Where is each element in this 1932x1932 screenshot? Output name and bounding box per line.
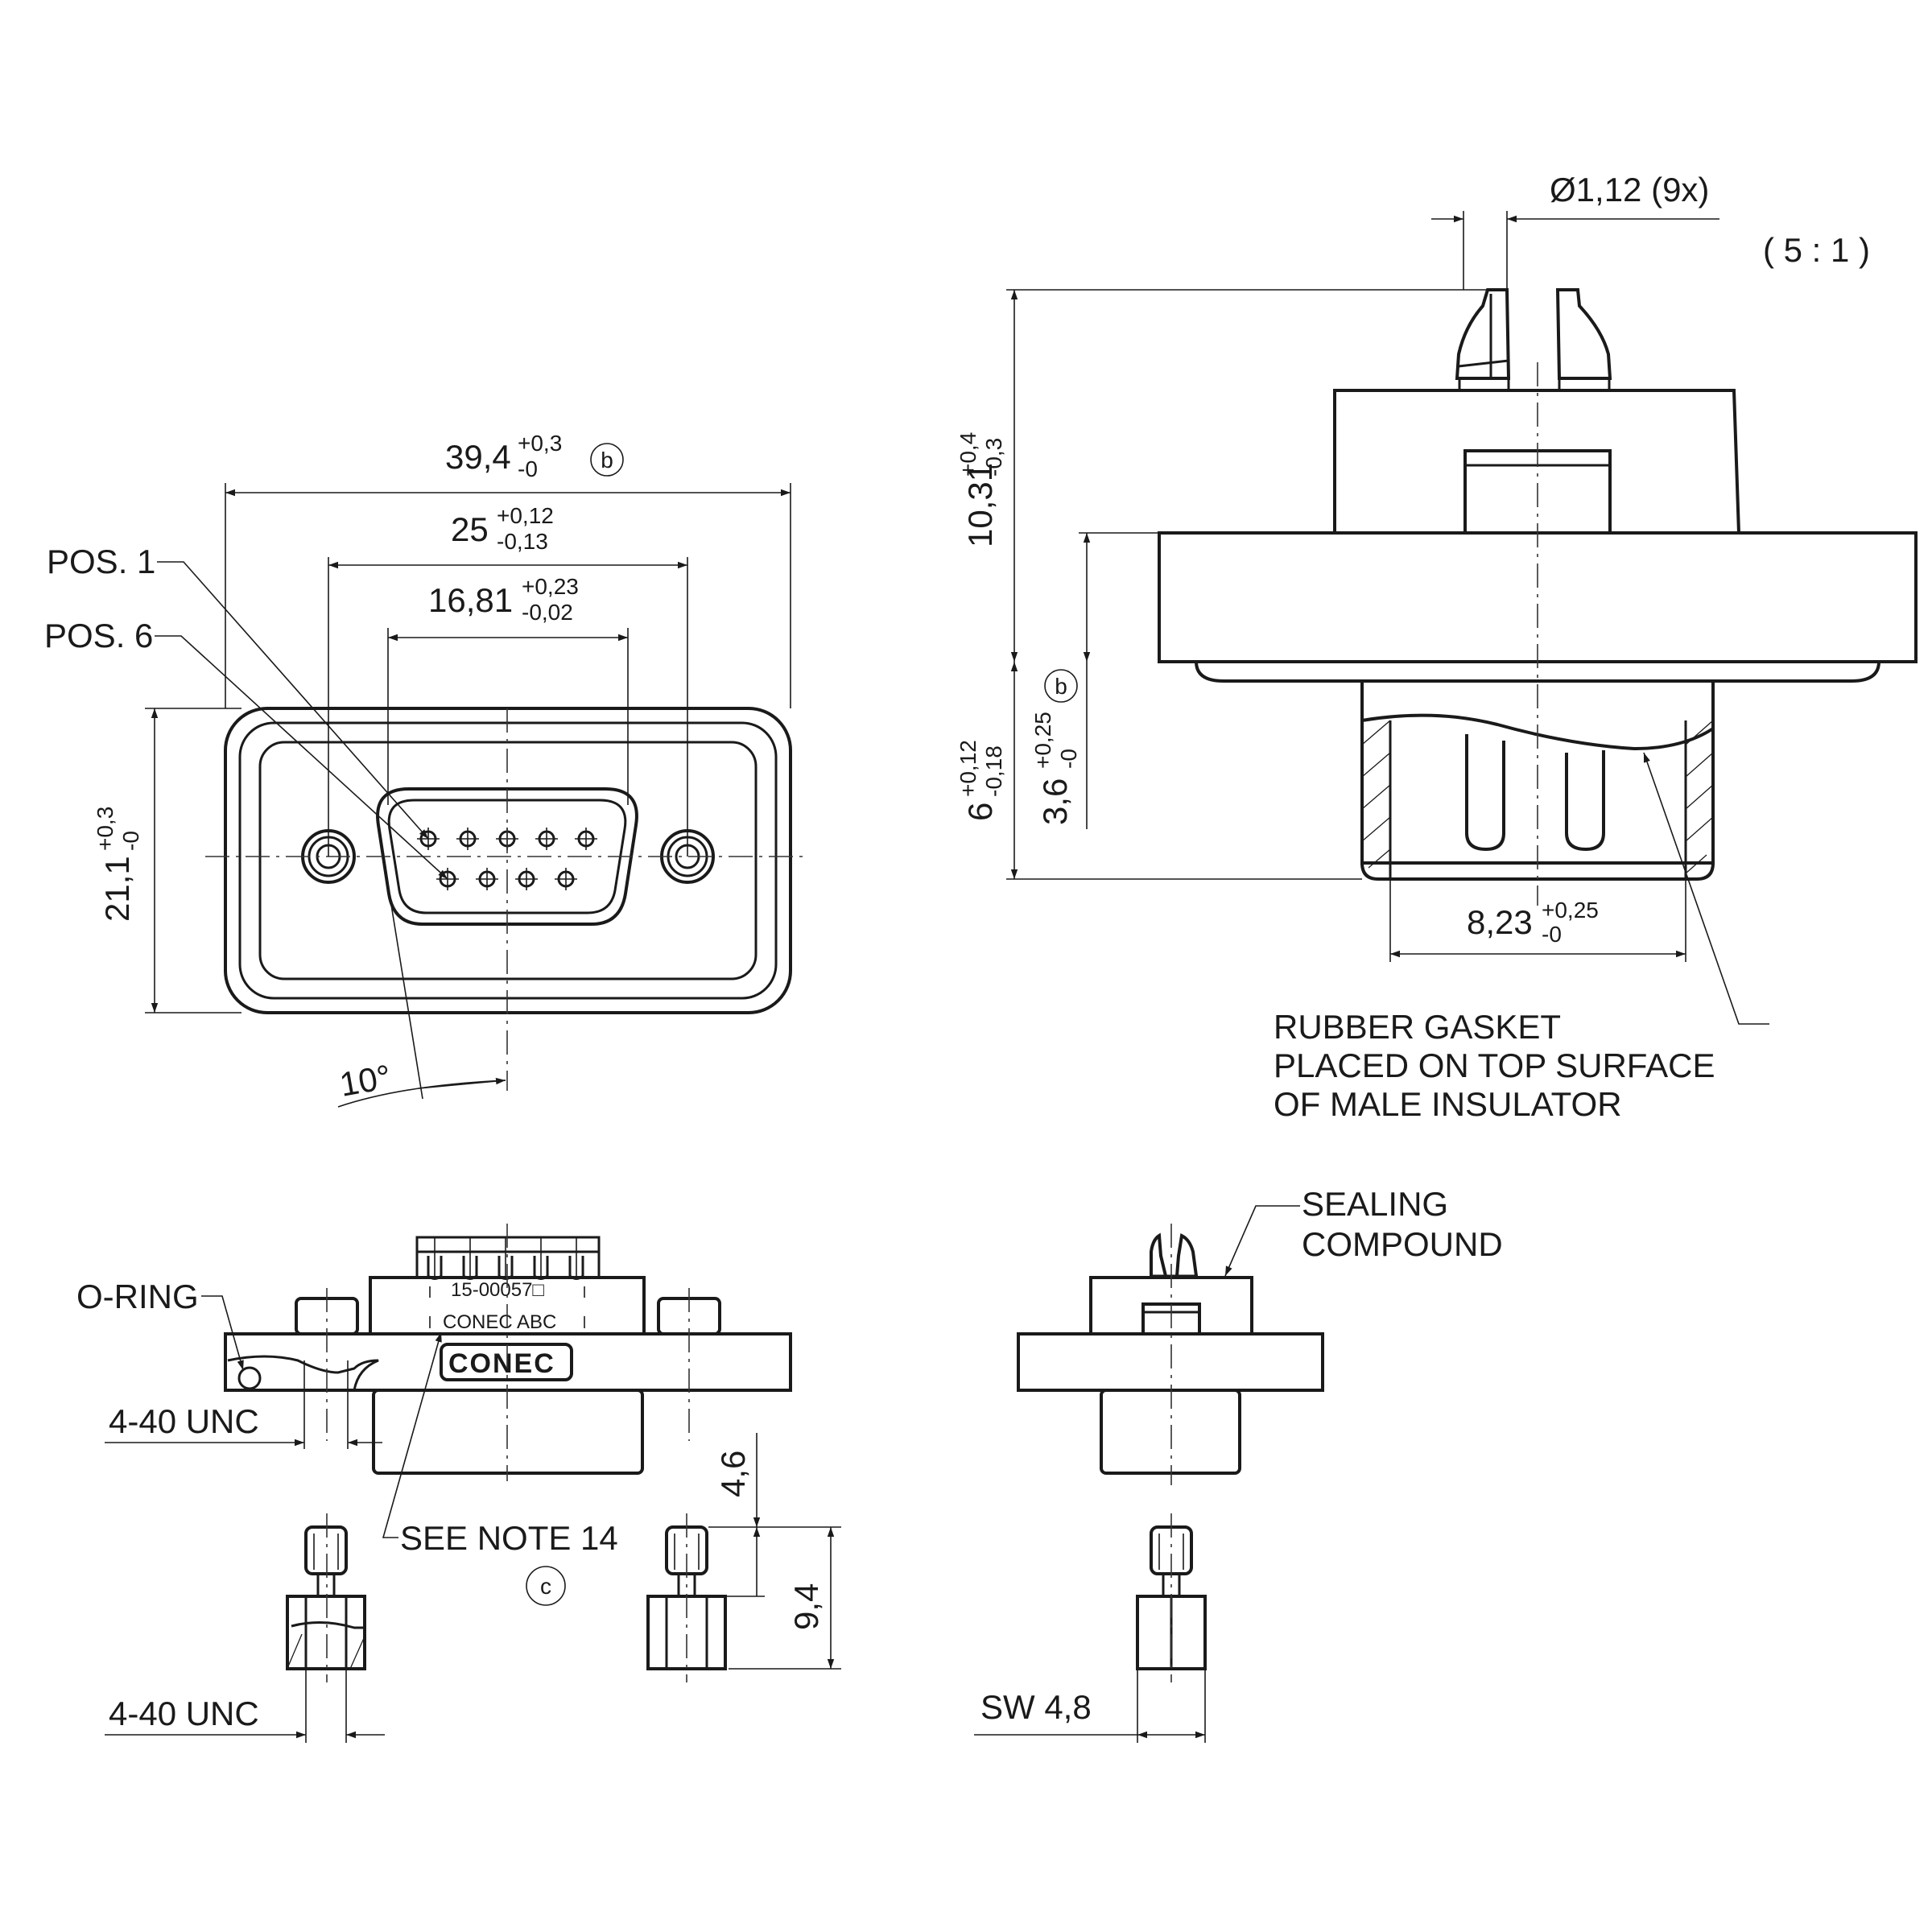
pin-top-right — [1555, 288, 1612, 380]
dim-width-total-tol-lower: -0 — [518, 456, 538, 481]
dim-bolt-short: 4,6 — [714, 1451, 752, 1497]
rubber-gasket — [1195, 661, 1880, 683]
dim-hole-spacing: 25 — [451, 510, 489, 548]
pos1-label: POS. 1 — [47, 543, 155, 580]
dim-height: 21,1 — [98, 856, 136, 922]
bolt-left — [286, 1525, 366, 1670]
pos6-label: POS. 6 — [44, 617, 153, 654]
pos1-leader — [157, 561, 429, 840]
angle-arc — [337, 1080, 506, 1108]
flange-inner-edge — [238, 721, 778, 1000]
dim-socket-depth-tol-lower: -0 — [1056, 749, 1081, 769]
note-ref-circle — [526, 1566, 566, 1606]
oring-leader — [201, 1295, 244, 1371]
dim-shell-width-tol-upper: +0,23 — [522, 574, 579, 599]
ref-b-circle-1 — [590, 443, 624, 477]
section-view: Ø1,12 (9x) 10,31 +0,4 -0,3 6 +0,12 -0,18… — [956, 171, 1918, 1123]
upper-body — [1333, 389, 1740, 534]
scale-label: ( 5 : 1 ) — [1763, 231, 1870, 269]
marking-brand: CONEC ABC — [443, 1311, 556, 1333]
oring-label: O-RING — [76, 1278, 199, 1315]
dim-socket-depth-tol-upper: +0,25 — [1030, 712, 1055, 769]
dim-overall-height-tol-upper: +0,4 — [956, 432, 980, 477]
sealing-leader — [1224, 1205, 1300, 1277]
sealing-label-line-1: SEALING — [1302, 1185, 1448, 1223]
sealing-label-line-2: COMPOUND — [1302, 1225, 1503, 1263]
dim-width-total-tol-upper: +0,3 — [518, 431, 562, 456]
end-lower-shell — [1100, 1389, 1241, 1475]
thread-label: 4-40 UNC — [109, 1402, 259, 1440]
side-view: 15-00057□ CONEC ABC CONEC O-RING 4-40 UN… — [76, 1224, 841, 1743]
side-lower-shell — [372, 1389, 644, 1475]
d-shell-inner — [387, 799, 627, 914]
oring-cutaway — [227, 1355, 379, 1391]
dim-hole-spacing-tol-upper: +0,12 — [497, 503, 554, 528]
logo-frame — [440, 1343, 573, 1381]
see-note-leader — [382, 1331, 442, 1538]
marking-code: 15-00057□ — [451, 1279, 544, 1301]
dim-shell-width: 16,81 — [428, 581, 513, 619]
logo-text: CONEC — [448, 1348, 555, 1379]
end-flange — [1017, 1332, 1324, 1392]
dim-pin-diameter: Ø1,12 (9x) — [1550, 171, 1709, 208]
see-note-label: SEE NOTE 14 — [400, 1519, 618, 1557]
ref-b-label-1: b — [601, 448, 613, 473]
dim-hole-spacing-tol-lower: -0,13 — [497, 529, 548, 554]
pos6-leader — [155, 635, 448, 880]
pin-socket-right — [1565, 750, 1605, 852]
gasket-note-line-3: OF MALE INSULATOR — [1274, 1085, 1622, 1123]
ref-b-circle-2 — [1044, 669, 1078, 703]
dim-flange-height-tol-upper: +0,12 — [956, 740, 980, 797]
flange-outline — [224, 707, 792, 1014]
angle-extension-line — [378, 824, 423, 1100]
dim-shell-width-tol-lower: -0,02 — [522, 600, 573, 625]
angle-label: 10° — [336, 1058, 394, 1104]
dim-bolt-long: 9,4 — [787, 1583, 825, 1630]
end-pin-right — [1175, 1232, 1198, 1277]
ref-b-label-2: b — [1055, 674, 1067, 699]
pin-top-left — [1455, 288, 1511, 380]
dim-overall-height: 10,31 — [961, 463, 999, 547]
dim-socket-width: 8,23 — [1467, 903, 1533, 941]
dim-height-tol-lower: -0 — [118, 831, 143, 851]
wrench-size-label: SW 4,8 — [980, 1688, 1092, 1726]
flange-recess — [258, 741, 758, 980]
dim-width-total: 39,4 — [445, 438, 511, 476]
bolt-thread-label: 4-40 UNC — [109, 1695, 259, 1732]
gasket-note-line-1: RUBBER GASKET — [1274, 1008, 1561, 1046]
gasket-note-line-2: PLACED ON TOP SURFACE — [1274, 1046, 1715, 1084]
d-shell-outer — [376, 787, 638, 926]
front-view: 39,4 +0,3 -0 b 25 +0,12 -0,13 16,81 +0,2… — [44, 431, 805, 1108]
dim-socket-depth: 3,6 — [1036, 778, 1074, 825]
side-pins — [415, 1236, 601, 1280]
note-ref-label: c — [540, 1574, 551, 1599]
oring-circle — [237, 1366, 262, 1390]
dim-overall-height-tol-lower: -0,3 — [981, 438, 1006, 477]
end-view: SEALING COMPOUND SW 4,8 — [974, 1185, 1503, 1743]
end-pin-left — [1150, 1232, 1167, 1277]
dim-height-tol-upper: +0,3 — [93, 807, 118, 851]
dim-flange-height-tol-lower: -0,18 — [981, 745, 1006, 797]
break-line — [1361, 713, 1715, 751]
gasket-leader — [1643, 752, 1769, 1025]
dim-flange-height: 6 — [961, 803, 999, 821]
pin-socket-left — [1465, 734, 1505, 852]
dim-socket-width-tol-lower: -0 — [1542, 922, 1562, 947]
dim-socket-width-tol-upper: +0,25 — [1542, 898, 1599, 923]
socket-hatching — [1361, 720, 1714, 874]
